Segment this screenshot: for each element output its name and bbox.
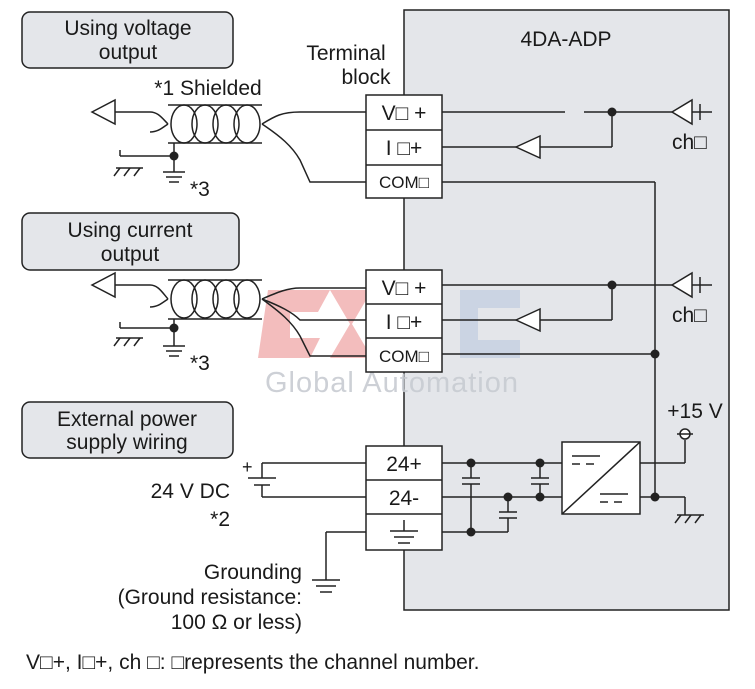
terminal-i-plus: I □+ (386, 137, 423, 160)
grounding-label-3: 100 Ω or less) (171, 611, 302, 634)
terminal-com-2: COM□ (379, 347, 429, 366)
current-internal-wiring (442, 182, 712, 497)
shield-note: *1 Shielded (154, 77, 261, 100)
current-ground-note: *3 (190, 352, 210, 375)
voltage-ground-note: *3 (190, 178, 210, 201)
svg-text:output: output (99, 41, 158, 64)
supply-label: 24 V DC (151, 480, 230, 503)
svg-text:Using voltage: Using voltage (64, 17, 191, 40)
power-junctions (466, 458, 660, 537)
terminal-v-plus: V□ + (382, 102, 427, 125)
plus15-label: +15 V (667, 400, 722, 423)
channel-label-2: ch□ (672, 304, 707, 327)
voltage-cable (90, 98, 366, 183)
svg-text:supply wiring: supply wiring (66, 431, 187, 454)
voltage-internal-wiring (442, 98, 712, 183)
voltage-section-title: Using voltage output (21, 11, 234, 69)
external-supply-wiring (248, 462, 366, 593)
power-terminal-block: 24+ 24- (365, 445, 443, 551)
module-name: 4DA-ADP (520, 28, 611, 51)
current-shield-junction (169, 323, 179, 333)
current-cable (90, 271, 366, 357)
terminal-24-plus: 24+ (386, 453, 422, 476)
terminal-v-plus-2: V□ + (382, 277, 427, 300)
svg-text:External power: External power (57, 408, 197, 431)
terminal-i-plus-2: I □+ (386, 311, 423, 334)
voltage-terminal-block: V□ + I □+ COM□ (365, 94, 443, 199)
supply-note: *2 (210, 508, 230, 531)
terminal-24-minus: 24- (389, 487, 419, 510)
current-terminal-block: V□ + I □+ COM□ (365, 269, 443, 373)
power-internal-wiring (442, 428, 704, 533)
terminal-ground-symbol (390, 520, 418, 544)
svg-text:Using current: Using current (68, 219, 193, 242)
voltage-shield-junction (169, 151, 179, 161)
terminal-block-label-2: block (341, 66, 391, 89)
voltage-junction (607, 107, 617, 117)
terminal-block-label: Terminal (306, 42, 385, 65)
power-section-title: External power supply wiring (21, 401, 234, 459)
current-section-title: Using current output (21, 212, 240, 271)
grounding-label-1: Grounding (204, 561, 302, 584)
grounding-label-2: (Ground resistance: (118, 586, 302, 609)
footnote: V□+, I□+, ch □: □represents the channel … (26, 651, 479, 674)
current-junction (607, 280, 617, 290)
terminal-com: COM□ (379, 173, 429, 192)
svg-text:output: output (101, 243, 160, 266)
supply-plus-sign: + (242, 457, 253, 477)
com-junction (650, 349, 660, 359)
channel-label-1: ch□ (672, 131, 707, 154)
